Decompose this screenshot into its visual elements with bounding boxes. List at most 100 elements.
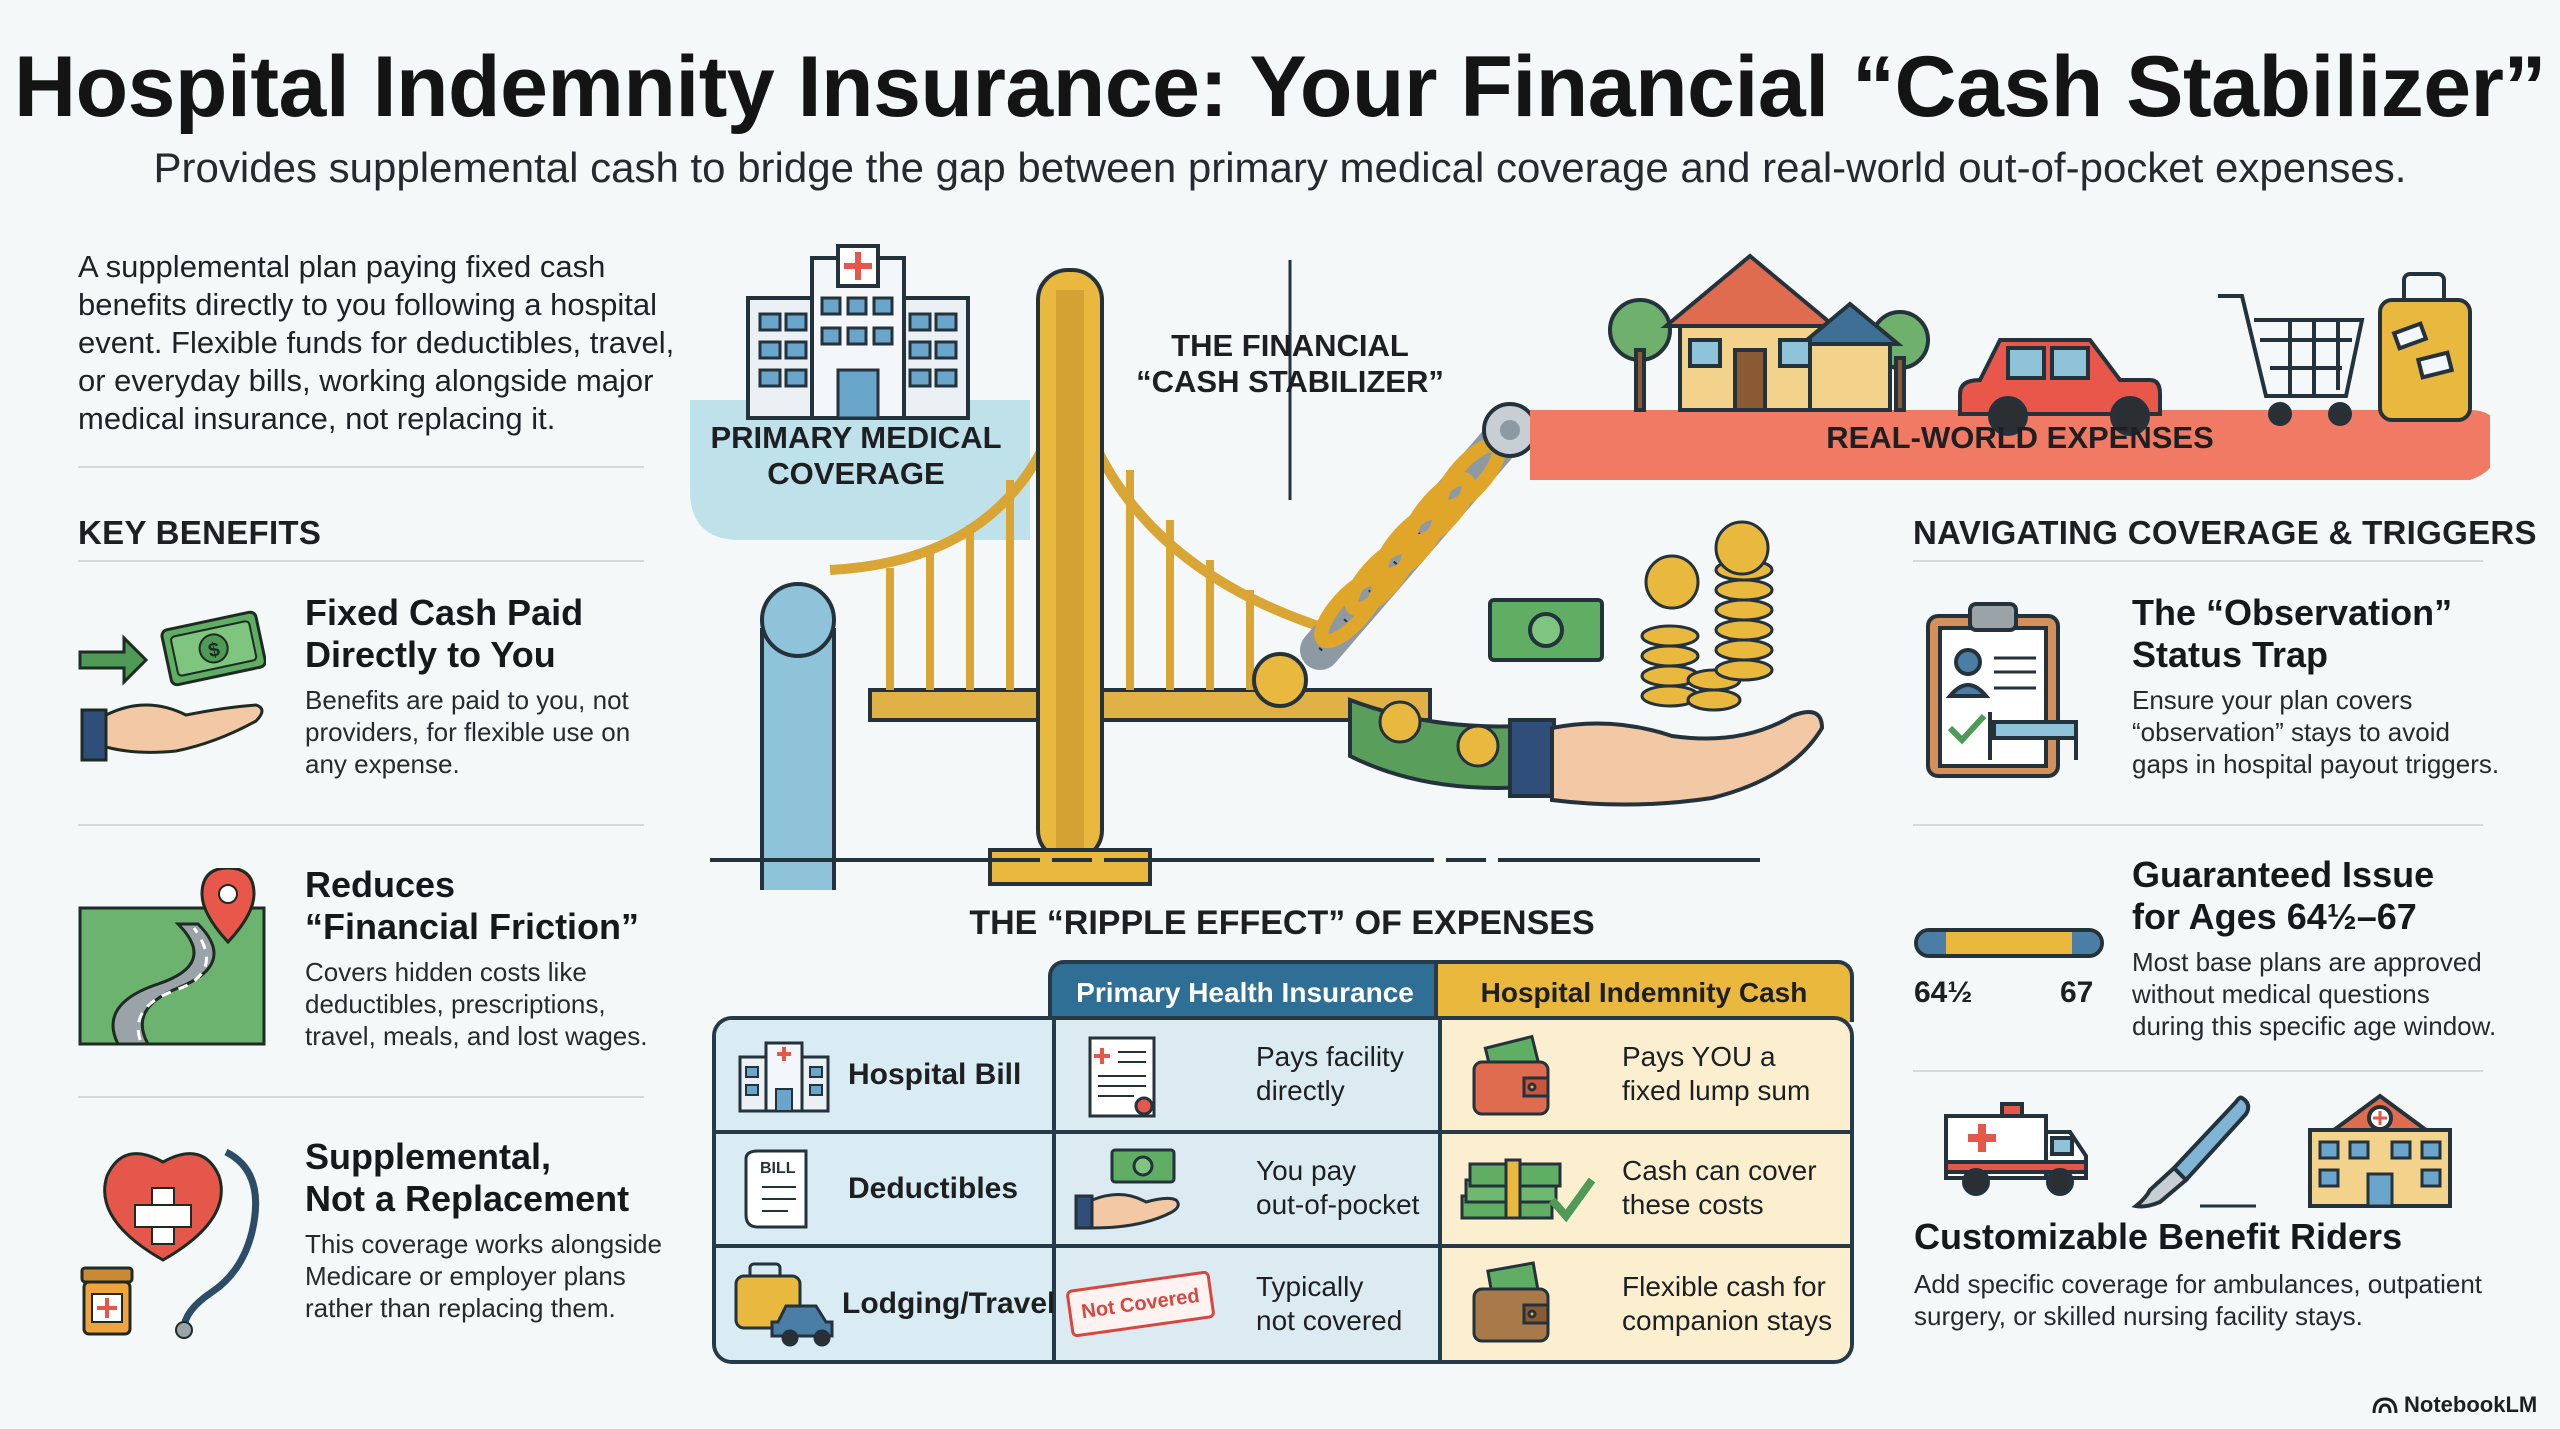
ripple-heading: THE “RIPPLE EFFECT” OF EXPENSES	[969, 904, 1595, 942]
divider	[1913, 1070, 2483, 1072]
benefit-desc: any expense.	[305, 749, 460, 779]
benefit-title: Reduces	[305, 864, 456, 905]
cell-line: Cash can cover	[1622, 1155, 1817, 1186]
guaranteed-title: for Ages 64½–67	[2132, 896, 2417, 937]
intro-line: benefits directly to you following a hos…	[78, 287, 657, 322]
col-divider	[1052, 1020, 1056, 1360]
intro-line: medical insurance, not replacing it.	[78, 401, 556, 436]
hospital-icon	[746, 244, 970, 420]
divider	[78, 1096, 644, 1098]
age-start-label: 64½	[1914, 976, 1973, 1009]
primary-coverage-banner	[690, 400, 1030, 540]
stabilizer-label: THE FINANCIAL “CASH STABILIZER”	[1120, 328, 1460, 400]
row-label: Lodging/Travel	[842, 1287, 1056, 1320]
row-divider	[716, 1244, 1850, 1248]
divider	[1913, 824, 2483, 826]
benefit-desc: This coverage works alongside	[305, 1229, 662, 1259]
brand-name: NotebookLM	[2404, 1392, 2538, 1417]
benefit-title: Supplemental,	[305, 1136, 552, 1177]
benefit-fixed-cash: Fixed Cash Paid Directly to You Benefits…	[305, 592, 630, 780]
cell-line: Pays YOU a	[1622, 1041, 1776, 1072]
coin-stacks	[1640, 520, 1774, 712]
cell-line: Typically	[1256, 1271, 1364, 1302]
age-end-label: 67	[2060, 976, 2094, 1009]
benefit-desc: Covers hidden costs like	[305, 957, 587, 987]
intro-line: or everyday bills, working alongside maj…	[78, 363, 654, 398]
suitcase-icon	[2378, 272, 2472, 422]
clipboard-bed-icon	[1924, 592, 2084, 792]
hospital-icon	[738, 1041, 830, 1113]
intro-line: A supplemental plan paying fixed cash	[78, 249, 606, 284]
benefit-title: Fixed Cash Paid	[305, 592, 584, 633]
guaranteed-desc: during this specific age window.	[2132, 1011, 2497, 1041]
benefit-desc: Medicare or employer plans	[305, 1261, 626, 1291]
riders-title: Customizable Benefit Riders	[1914, 1216, 2403, 1257]
cash-stack-check-icon	[1456, 1144, 1596, 1234]
guaranteed-title: Guaranteed Issue	[2132, 854, 2435, 895]
primary-cell: You pay out-of-pocket	[1256, 1134, 1419, 1244]
table-row-label: Hospital Bill	[734, 1020, 1021, 1130]
benefit-title: Not a Replacement	[305, 1178, 630, 1219]
indemnity-cell: Cash can cover these costs	[1622, 1134, 1817, 1244]
cell-line: Flexible cash for	[1622, 1271, 1826, 1302]
cell-line: out-of-pocket	[1256, 1189, 1420, 1220]
not-covered-stamp: Not Covered	[1065, 1248, 1216, 1360]
expenses-banner	[1530, 410, 2490, 480]
table-row-label: Lodging/Travel	[730, 1248, 1055, 1360]
cell-line: Pays facility	[1256, 1041, 1404, 1072]
guaranteed-desc: without medical questions	[2132, 979, 2430, 1009]
benefit-desc: providers, for flexible use on	[305, 717, 631, 747]
shopping-cart-icon	[2218, 294, 2365, 426]
key-benefits-heading: KEY BENEFITS	[78, 514, 322, 551]
observation-title: Status Trap	[2132, 634, 2329, 675]
cell-line: fixed lump sum	[1622, 1075, 1811, 1106]
divider	[1913, 560, 2483, 562]
svg-text:$: $	[206, 638, 221, 662]
heart-stethoscope-icon	[78, 1140, 278, 1340]
intro-line: event. Flexible funds for deductibles, t…	[78, 325, 675, 360]
cell-line: You pay	[1256, 1155, 1357, 1186]
col-header-indemnity: Hospital Indemnity Cash	[1434, 960, 1854, 1022]
wallet-icon	[1468, 1258, 1554, 1350]
cash-hand-icon: $	[76, 590, 267, 780]
benefit-financial-friction: Reduces “Financial Friction” Covers hidd…	[305, 864, 648, 1052]
page-title: Hospital Indemnity Insurance: Your Finan…	[13, 39, 2547, 135]
stabilizer-spring	[1252, 402, 1538, 708]
luggage-car-icon	[734, 1262, 834, 1347]
bridge-illustration	[690, 244, 2490, 890]
col-divider	[1438, 1020, 1442, 1360]
pay-hand-icon	[1072, 1144, 1182, 1234]
benefit-desc: Benefits are paid to you, not	[305, 685, 629, 715]
row-divider	[716, 1130, 1850, 1134]
intro-paragraph: A supplemental plan paying fixed cash be…	[78, 248, 698, 438]
page-subtitle: Provides supplemental cash to bridge the…	[153, 144, 2407, 191]
road-map-pin-icon	[78, 866, 268, 1048]
brand-mark: NotebookLM	[2372, 1392, 2537, 1418]
wallet-icon	[1468, 1032, 1554, 1122]
car-icon	[1958, 338, 2162, 436]
row-label: Deductibles	[848, 1172, 1019, 1205]
ambulance-icon	[1942, 1100, 2092, 1200]
navigating-heading: NAVIGATING COVERAGE & TRIGGERS	[1913, 514, 2537, 551]
cell-line: directly	[1256, 1075, 1345, 1106]
benefit-title: “Financial Friction”	[305, 906, 640, 947]
stabilizer-line: “CASH STABILIZER”	[1136, 364, 1444, 399]
divider	[78, 560, 644, 562]
stabilizer-line: THE FINANCIAL	[1171, 328, 1409, 363]
observation-desc: “observation” stays to avoid	[2132, 717, 2450, 747]
primary-coverage-line: COVERAGE	[767, 456, 945, 491]
benefit-desc: deductibles, prescriptions,	[305, 989, 606, 1019]
age-bar-end	[2072, 932, 2100, 954]
observation-desc: gaps in hospital payout triggers.	[2132, 749, 2500, 779]
indemnity-cell: Flexible cash for companion stays	[1622, 1248, 1832, 1360]
nursing-facility-icon	[2304, 1090, 2454, 1210]
guaranteed-desc: Most base plans are approved	[2132, 947, 2482, 977]
primary-coverage-line: PRIMARY MEDICAL	[710, 420, 1002, 455]
age-bar-start	[1918, 932, 1946, 954]
svg-text:BILL: BILL	[760, 1160, 796, 1177]
notebooklm-logo-icon	[2372, 1397, 2398, 1414]
observation-trap: The “Observation” Status Trap Ensure you…	[2132, 592, 2499, 780]
scalpel-icon	[2130, 1090, 2260, 1210]
benefit-desc: travel, meals, and lost wages.	[305, 1021, 648, 1051]
expenses-label: REAL-WORLD EXPENSES	[1826, 420, 2214, 455]
